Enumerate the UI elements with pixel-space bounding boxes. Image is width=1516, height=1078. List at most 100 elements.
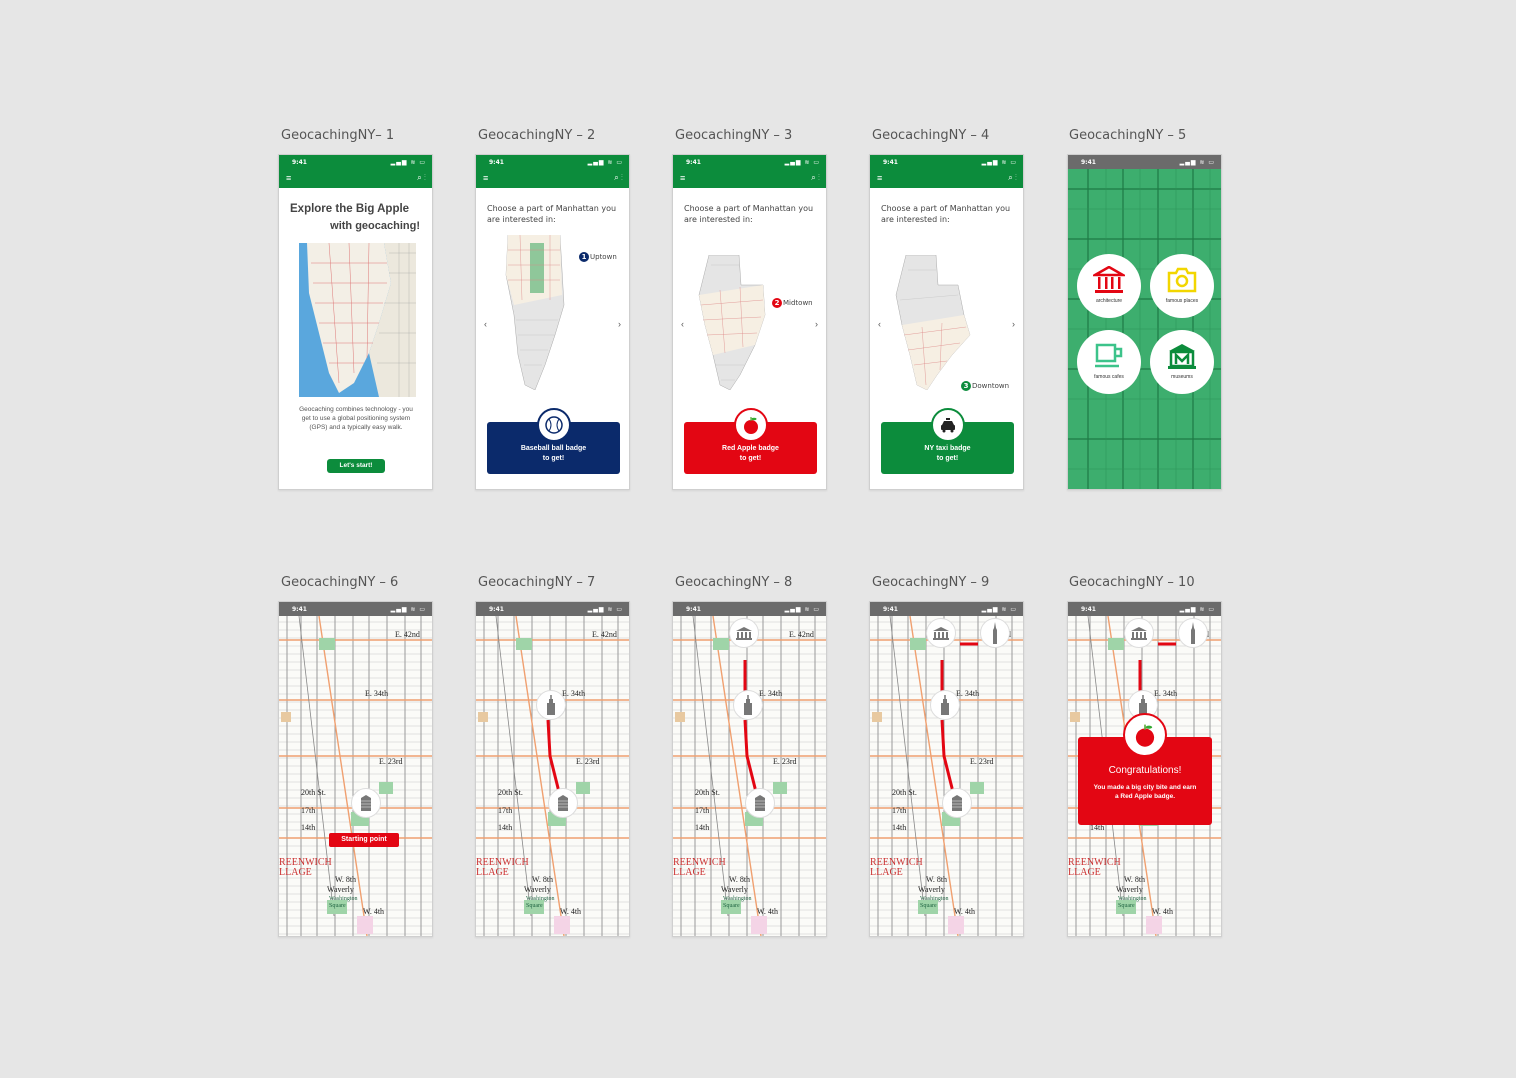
category-label: famous places (1165, 298, 1199, 304)
library-marker[interactable] (729, 618, 759, 648)
midtown-map-background (1068, 169, 1221, 489)
artboard-title-3: GeocachingNY – 3 (675, 128, 793, 143)
street-label-23rd: E. 23rd (576, 757, 600, 766)
status-bar: 9:41▂▄▆ ≋ ▭ (279, 602, 432, 616)
chevron-right-icon[interactable]: › (815, 319, 818, 329)
hamburger-icon[interactable]: ≡ (877, 173, 883, 183)
chevron-right-icon[interactable]: › (618, 319, 621, 329)
street-label-w4th: W. 4th (954, 907, 976, 916)
street-label-34th: E. 34th (759, 689, 783, 698)
badge-card-midtown[interactable]: Red Apple badge to get! (684, 408, 817, 474)
street-label-14th: 14th (1090, 823, 1105, 832)
street-label-20th: 20th St. (498, 788, 523, 797)
search-icon[interactable]: ⌕ (1008, 173, 1013, 182)
starting-point-badge[interactable]: Starting point (329, 833, 399, 847)
congratulations-card[interactable]: Congratulations! You made a big city bite… (1078, 713, 1212, 825)
category-famous-places[interactable]: famous places (1150, 254, 1214, 318)
artboard-title-9: GeocachingNY – 9 (872, 575, 990, 590)
artboard-title-8: GeocachingNY – 8 (675, 575, 793, 590)
neighborhood-greenwich: REENWICH LLAGE (476, 857, 529, 878)
coffee-cup-icon (1095, 343, 1123, 368)
chevron-left-icon[interactable]: ‹ (878, 319, 881, 329)
library-marker[interactable] (926, 618, 956, 648)
street-map-background (870, 616, 1023, 936)
badge-subtitle: to get! (936, 455, 959, 462)
museum-icon (1168, 344, 1196, 369)
street-label-20th: 20th St. (695, 788, 720, 797)
app-bar: ≡ ⌕ ⋮ (673, 169, 826, 188)
chevron-left-icon[interactable]: ‹ (681, 319, 684, 329)
congrats-body: You made a big city bite and earn a Red … (1093, 784, 1197, 800)
search-icon[interactable]: ⌕ (417, 173, 422, 182)
park-washington-square: Washington Square (723, 896, 752, 909)
park-washington-square: Washington Square (329, 896, 358, 909)
category-architecture[interactable]: architecture (1077, 254, 1141, 318)
street-label-14th: 14th (301, 823, 316, 832)
status-bar: 9:41▂▄▆ ≋ ▭ (476, 155, 629, 169)
street-label-20th: 20th St. (892, 788, 917, 797)
neighborhood-greenwich: REENWICH LLAGE (279, 857, 332, 878)
more-vert-icon[interactable]: ⋮ (1015, 173, 1017, 182)
street-map-background (476, 616, 629, 936)
more-vert-icon[interactable]: ⋮ (818, 173, 820, 182)
street-label-w8th: W. 8th (729, 875, 751, 884)
route-path (940, 642, 978, 805)
status-bar: 9:41▂▄▆ ≋ ▭ (476, 602, 629, 616)
hamburger-icon[interactable]: ≡ (483, 173, 489, 183)
flatiron-building-marker[interactable] (745, 788, 775, 818)
flatiron-building-marker[interactable] (351, 788, 381, 818)
congrats-title: Congratulations! (1108, 765, 1182, 776)
neighborhood-greenwich: REENWICH LLAGE (673, 857, 726, 878)
status-bar: 9:41▂▄▆ ≋ ▭ (279, 155, 432, 169)
badge-title: Red Apple badge (722, 445, 779, 452)
badge-title: Baseball ball badge (520, 445, 587, 452)
chrysler-marker[interactable] (980, 618, 1010, 648)
intro-headline-2: with geocaching! (330, 220, 420, 232)
baseball-icon (536, 408, 571, 442)
street-label-14th: 14th (892, 823, 907, 832)
street-label-20th: 20th St. (301, 788, 326, 797)
more-vert-icon[interactable]: ⋮ (621, 173, 623, 182)
region-prompt: Choose a part of Manhattan you are inter… (684, 204, 814, 224)
chevron-left-icon[interactable]: ‹ (484, 319, 487, 329)
manhattan-region-map (505, 235, 565, 390)
empire-state-marker[interactable] (733, 690, 763, 720)
hamburger-icon[interactable]: ≡ (286, 173, 292, 183)
flatiron-building-marker[interactable] (942, 788, 972, 818)
category-museums[interactable]: museums (1150, 330, 1214, 394)
app-bar: ≡ ⌕ ⋮ (279, 169, 432, 188)
street-label-14th: 14th (498, 823, 513, 832)
region-prompt: Choose a part of Manhattan you are inter… (881, 204, 1011, 224)
hamburger-icon[interactable]: ≡ (680, 173, 686, 183)
manhattan-map-image (299, 243, 416, 397)
chevron-right-icon[interactable]: › (1012, 319, 1015, 329)
category-label: museums (1171, 374, 1193, 380)
street-label-17th: 17th (892, 806, 907, 815)
park-washington-square: Washington Square (1118, 896, 1147, 909)
flatiron-building-marker[interactable] (548, 788, 578, 818)
empire-state-marker[interactable] (536, 690, 566, 720)
status-bar: 9:41▂▄▆ ≋ ▭ (1068, 602, 1221, 616)
street-label-17th: 17th (695, 806, 710, 815)
street-label-waverly: Waverly (1116, 885, 1143, 894)
chrysler-marker[interactable] (1178, 618, 1208, 648)
artboard-title-10: GeocachingNY – 10 (1069, 575, 1195, 590)
category-famous-cafes[interactable]: famous cafes (1077, 330, 1141, 394)
empire-state-marker[interactable] (930, 690, 960, 720)
search-icon[interactable]: ⌕ (811, 173, 816, 182)
library-marker[interactable] (1124, 618, 1154, 648)
street-label-42nd: E. 42nd (592, 630, 617, 639)
start-button[interactable]: Let's start! (327, 459, 385, 473)
status-bar: 9:41▂▄▆ ≋ ▭ (673, 602, 826, 616)
badge-subtitle: to get! (739, 455, 762, 462)
search-icon[interactable]: ⌕ (614, 173, 619, 182)
street-label-17th: 17th (301, 806, 316, 815)
street-map-background (279, 616, 432, 936)
more-vert-icon[interactable]: ⋮ (424, 173, 426, 182)
